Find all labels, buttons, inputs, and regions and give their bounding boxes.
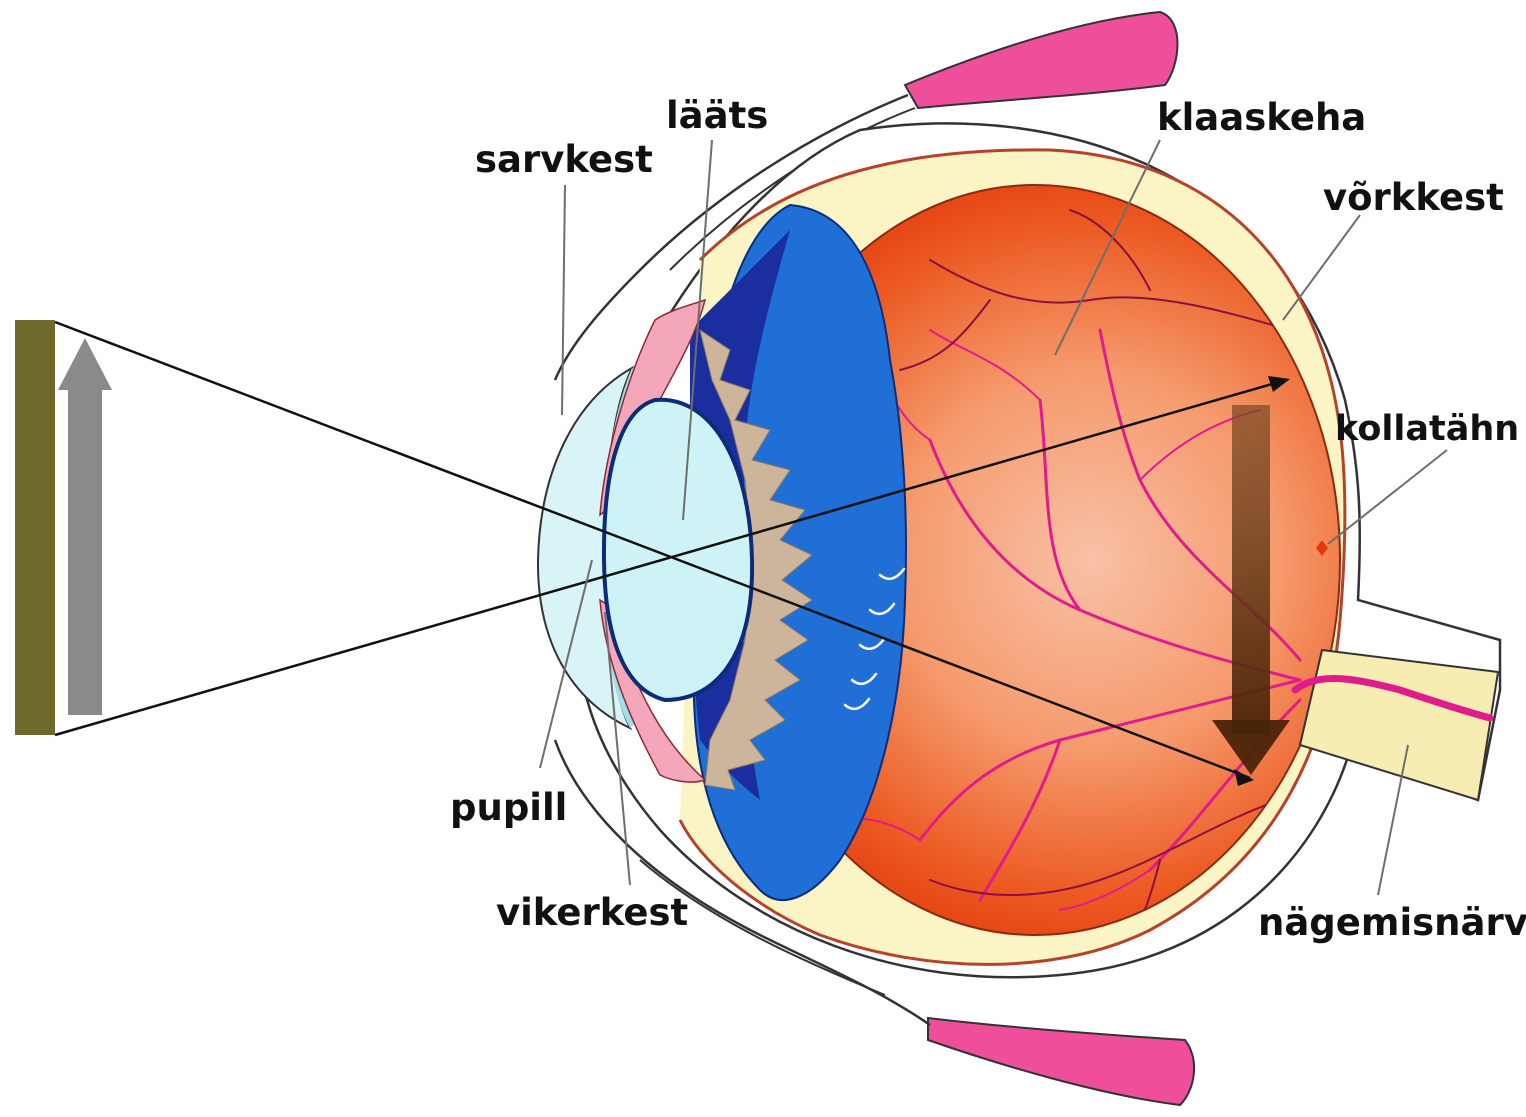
label-optic-nerve: nägemisnärv bbox=[1258, 901, 1526, 944]
label-cornea: sarvkest bbox=[475, 138, 653, 181]
label-pupil: pupill bbox=[450, 786, 567, 829]
label-vitreous: klaaskeha bbox=[1157, 96, 1366, 139]
object-arrow bbox=[58, 338, 112, 715]
upper-muscle bbox=[905, 12, 1178, 108]
label-iris: vikerkest bbox=[496, 891, 688, 934]
label-lens: lääts bbox=[666, 94, 768, 137]
label-macula: kollatähn bbox=[1335, 409, 1519, 449]
lower-muscle bbox=[928, 1018, 1194, 1105]
object-bar bbox=[15, 320, 55, 735]
label-retina: võrkkest bbox=[1323, 176, 1504, 219]
